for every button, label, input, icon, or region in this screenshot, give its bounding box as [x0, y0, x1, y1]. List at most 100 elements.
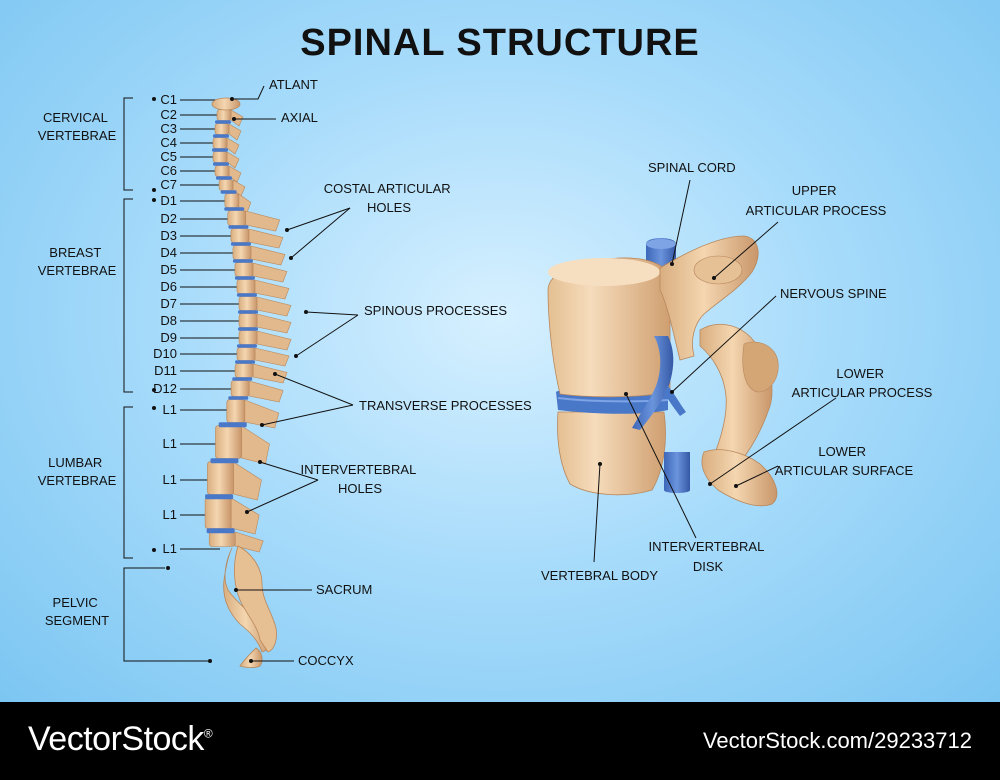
vertebra-level-label: D10 [153, 346, 177, 361]
page-title: SPINAL STRUCTURE [300, 22, 700, 64]
vertebra-level-label: C5 [160, 149, 177, 164]
vertebra-level-label: D11 [154, 363, 177, 378]
label-upper-articular-process: UPPER ARTICULAR PROCESS [746, 183, 887, 218]
vertebra-callouts [593, 179, 837, 563]
vertebra-level-label: L1 [163, 507, 177, 522]
vertebra-process [228, 123, 242, 141]
intervertebral-disc [238, 310, 258, 314]
vertebra-level-label: D1 [160, 193, 177, 208]
label-spinous-processes: SPINOUS PROCESSES [364, 303, 507, 318]
vertebra-process [256, 330, 292, 351]
vertebra-level-label: D9 [160, 330, 177, 345]
vertebra-body [207, 461, 234, 495]
spine-illustration [204, 97, 292, 668]
vertebra-level-label: D2 [160, 211, 177, 226]
vertebra-process [245, 210, 281, 232]
vertebra-body [227, 210, 247, 226]
intervertebral-disc [228, 225, 249, 229]
vertebra-level-label: D5 [160, 262, 177, 277]
vertebra-level-label: L1 [163, 402, 177, 417]
intervertebral-disc [232, 377, 253, 381]
vertebra-process [254, 279, 290, 300]
vertebra-body [226, 399, 246, 423]
intervertebral-disc [228, 396, 249, 400]
label-intervertebral-disk: INTERVERTEBRAL DISK [649, 539, 768, 574]
vertebra-level-label: C4 [160, 135, 177, 150]
vertebra-body [232, 245, 252, 260]
vertebra-process [230, 497, 260, 535]
vertebra-body [230, 228, 250, 243]
vertebra-level-label: C1 [160, 92, 177, 107]
vertebra-body [212, 151, 228, 163]
intervertebral-disc [234, 276, 255, 280]
vertebra-process [256, 313, 292, 334]
vertebra-process [248, 380, 284, 403]
vertebra-process [252, 262, 288, 283]
label-nervous-spine: NERVOUS SPINE [780, 286, 887, 301]
vertebra-level-label: D12 [153, 381, 177, 396]
label-intervertebral-holes: INTERVERTEBRAL HOLES [301, 462, 420, 496]
vertebra-level-label: D3 [160, 228, 177, 243]
vertebra-level-label: D4 [160, 245, 177, 260]
label-vertebral-body: VERTEBRAL BODY [541, 568, 658, 583]
intervertebral-disc [224, 207, 245, 211]
vertebra-process [226, 137, 240, 155]
brand-logo: VectorStock® [28, 720, 213, 758]
vertebra-process [250, 245, 286, 266]
vertebra-level-label: D6 [160, 279, 177, 294]
footer-bar: VectorStock® VectorStock.com/29233712 [0, 702, 1000, 780]
image-credit: VectorStock.com/29233712 [702, 728, 972, 753]
intervertebral-disc [232, 259, 253, 263]
vertebra-illustration [547, 235, 779, 507]
vertebra-body [204, 497, 232, 529]
intervertebral-disc [230, 242, 251, 246]
group-label-lumbar: LUMBAR VERTEBRAE [38, 455, 117, 488]
poster: SPINAL STRUCTURE [0, 0, 1000, 702]
intervertebral-disc [235, 360, 256, 364]
group-label-breast: BREAST VERTEBRAE [38, 245, 117, 278]
vertebra-body [214, 165, 230, 177]
spine-diagram: CERVICAL VERTEBRAE BREAST VERTEBRAE LUMB… [38, 77, 933, 668]
vertebra-body [236, 347, 256, 361]
label-atlant: ATLANT [269, 77, 318, 92]
vertebra-process [256, 296, 292, 317]
group-brackets [123, 97, 212, 663]
intervertebral-disc [212, 148, 228, 152]
vertebra-level-label: C3 [160, 121, 177, 136]
vertebra-body [215, 425, 242, 459]
intervertebral-disc [238, 327, 258, 331]
intervertebral-disc [213, 162, 229, 166]
vertebra-body [234, 363, 254, 378]
label-lower-articular-surface: LOWER ARTICULAR SURFACE [775, 444, 914, 478]
intervertebral-disc [210, 458, 239, 464]
vertebra-process [252, 363, 288, 384]
intervertebral-disc [236, 293, 257, 297]
intervertebral-disc [220, 190, 237, 194]
vertebra-process [248, 228, 284, 249]
intervertebral-disc [237, 344, 257, 348]
label-axial: AXIAL [281, 110, 318, 125]
vertebra-body [238, 296, 258, 311]
vertebra-level-label: C2 [160, 107, 177, 122]
label-lower-articular-process: LOWER ARTICULAR PROCESS [792, 366, 933, 400]
vertebra-level-label: L1 [163, 541, 177, 556]
group-label-pelvic: PELVIC SEGMENT [45, 595, 109, 628]
label-sacrum: SACRUM [316, 582, 372, 597]
label-spinal-cord: SPINAL CORD [648, 160, 736, 175]
vertebra-level-label: D8 [160, 313, 177, 328]
vertebra-level-label: C7 [160, 177, 177, 192]
vertebra-body [218, 179, 234, 191]
label-costal-articular-holes: COSTAL ARTICULAR HOLES [324, 181, 455, 215]
vertebra-body [224, 193, 240, 208]
vertebra-body [212, 137, 228, 149]
vertebra-body [238, 330, 258, 345]
vertebra-body [216, 109, 232, 121]
vertebra-body [238, 313, 258, 328]
label-transverse-processes: TRANSVERSE PROCESSES [359, 398, 532, 413]
label-coccyx: COCCYX [298, 653, 354, 668]
vertebra-body [208, 531, 236, 547]
vertebra-level-label: L1 [163, 472, 177, 487]
intervertebral-disc [205, 494, 234, 500]
vertebra-process [241, 425, 270, 465]
intervertebral-disc [216, 176, 232, 180]
